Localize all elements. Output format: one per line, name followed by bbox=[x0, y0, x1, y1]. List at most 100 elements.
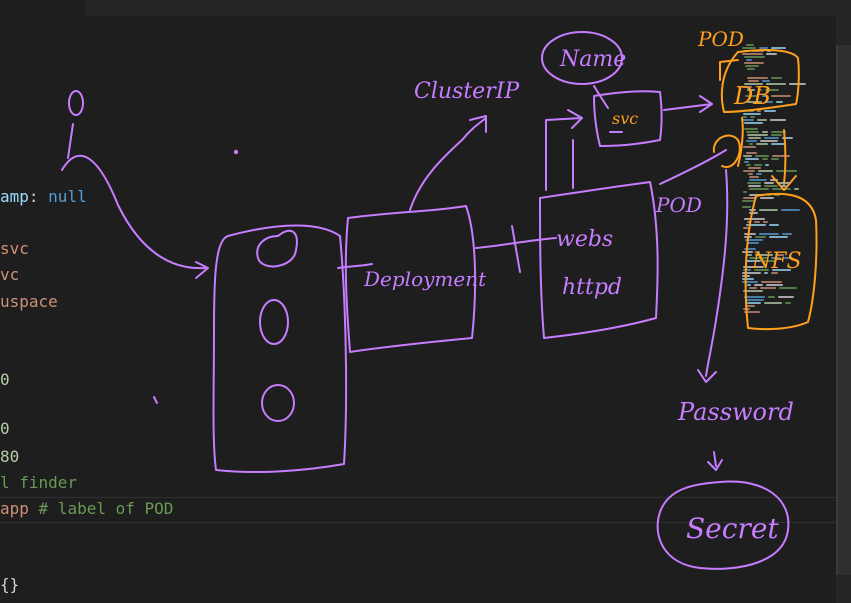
pod-circle-1 bbox=[256, 229, 298, 268]
minimap-line bbox=[742, 86, 752, 88]
ink-arrowhead bbox=[771, 175, 797, 191]
httpd-label: httpd bbox=[562, 275, 622, 300]
minimap-line bbox=[771, 158, 779, 160]
minimap-line bbox=[742, 278, 754, 280]
minimap-line bbox=[765, 89, 779, 91]
name-circle bbox=[541, 31, 623, 85]
minimap-line bbox=[759, 233, 779, 235]
minimap-line bbox=[776, 170, 797, 172]
minimap-line bbox=[771, 272, 778, 274]
minimap-line bbox=[760, 287, 776, 289]
code-line: l finder bbox=[0, 470, 77, 496]
minimap-line bbox=[756, 251, 760, 253]
pod-circle-2 bbox=[259, 299, 289, 345]
minimap-line bbox=[764, 182, 774, 184]
minimap-line bbox=[758, 170, 773, 172]
minimap-line bbox=[789, 83, 806, 85]
minimap-line bbox=[764, 260, 776, 262]
minimap-line bbox=[770, 179, 778, 181]
minimap-line bbox=[765, 101, 773, 103]
code-token: svc bbox=[0, 239, 29, 258]
minimap-line bbox=[763, 221, 768, 223]
current-line-highlight bbox=[0, 497, 836, 523]
ink-corner bbox=[719, 59, 739, 81]
active-editor-tab[interactable] bbox=[0, 0, 85, 16]
minimap-line bbox=[746, 299, 764, 301]
minimap-line bbox=[747, 284, 751, 286]
minimap-line bbox=[762, 131, 768, 133]
minimap-line bbox=[745, 305, 755, 307]
name-label: Name bbox=[559, 47, 626, 72]
minimap-line bbox=[744, 56, 765, 58]
ink-stem bbox=[67, 123, 74, 159]
minimap-line bbox=[766, 53, 777, 55]
minimap-line bbox=[747, 242, 759, 244]
code-token: {} bbox=[0, 575, 20, 594]
code-token: : bbox=[28, 187, 49, 206]
minimap-line bbox=[748, 173, 753, 175]
nfs-box bbox=[744, 192, 818, 331]
code-line: amp: null bbox=[0, 184, 87, 210]
vertical-scrollbar-thumb[interactable] bbox=[836, 45, 851, 575]
minimap-line bbox=[743, 155, 752, 157]
code-token: amp bbox=[0, 187, 29, 206]
code-token: 0 bbox=[0, 419, 10, 438]
ink-arrow-password-secret bbox=[713, 451, 717, 467]
ink-arrow-to-password bbox=[705, 169, 729, 377]
minimap-line bbox=[746, 59, 752, 61]
minimap-line bbox=[748, 80, 759, 82]
pod-label-mid: POD bbox=[655, 193, 702, 217]
minimap-line bbox=[746, 224, 766, 226]
minimap-line bbox=[747, 221, 751, 223]
minimap-line bbox=[747, 68, 755, 70]
minimap-line bbox=[778, 296, 794, 298]
minimap-line bbox=[746, 164, 751, 166]
code-line: uspace bbox=[0, 289, 58, 315]
webs-label: webs bbox=[556, 227, 613, 252]
minimap-line bbox=[746, 260, 761, 262]
clusterip-label: ClusterIP bbox=[414, 79, 520, 104]
code-token: app bbox=[0, 499, 29, 518]
minimap-line bbox=[746, 44, 754, 46]
minimap-line bbox=[769, 236, 788, 238]
minimap-line bbox=[766, 83, 786, 85]
ink-circle-mark bbox=[68, 90, 84, 116]
minimap-line bbox=[754, 164, 762, 166]
minimap-line bbox=[742, 53, 763, 55]
minimap-line bbox=[771, 77, 782, 79]
ink-dot bbox=[233, 149, 239, 155]
minimap-line bbox=[762, 80, 770, 82]
code-line: 0 bbox=[0, 367, 10, 393]
code-token: l finder bbox=[0, 473, 78, 492]
minimap-line bbox=[743, 191, 747, 193]
minimap-line bbox=[745, 65, 759, 67]
minimap-line bbox=[746, 131, 759, 133]
minimap-line bbox=[743, 266, 764, 268]
minimap-line bbox=[764, 185, 778, 187]
ink-arrowhead bbox=[567, 109, 583, 129]
minimap-line bbox=[747, 89, 755, 91]
minimap-line bbox=[746, 152, 757, 154]
ink-tick bbox=[153, 396, 158, 404]
minimap-line bbox=[757, 119, 767, 121]
minimap-line bbox=[744, 311, 760, 313]
minimap-line bbox=[742, 119, 754, 121]
minimap-line bbox=[748, 137, 761, 139]
secret-ellipse bbox=[656, 480, 790, 570]
pod-label-top: POD bbox=[697, 27, 744, 51]
minimap[interactable] bbox=[740, 44, 836, 314]
minimap-line bbox=[745, 158, 759, 160]
minimap-line bbox=[776, 254, 784, 256]
ink-link-pods-deployment bbox=[337, 263, 373, 269]
minimap-line bbox=[772, 269, 791, 271]
ink-arrow-to-clusterip bbox=[409, 117, 487, 211]
minimap-line bbox=[749, 212, 758, 214]
minimap-line bbox=[742, 116, 747, 118]
minimap-line bbox=[744, 296, 765, 298]
pod-circle-3 bbox=[261, 384, 295, 422]
minimap-line bbox=[764, 302, 782, 304]
minimap-line bbox=[742, 206, 751, 208]
minimap-line bbox=[758, 89, 762, 91]
minimap-line bbox=[776, 101, 783, 103]
